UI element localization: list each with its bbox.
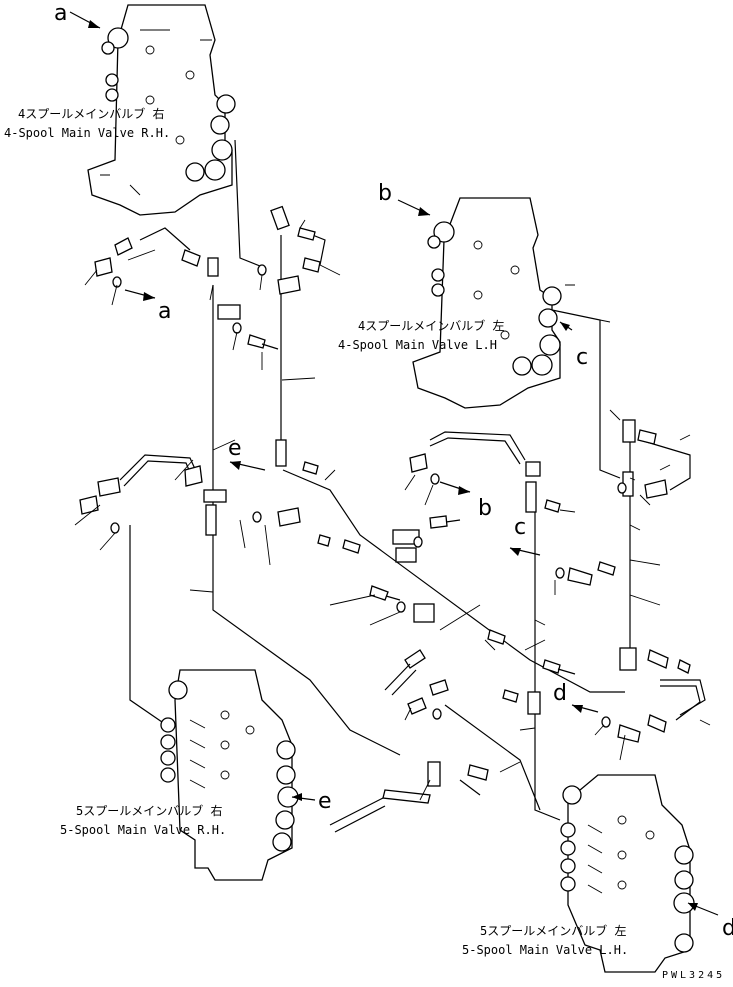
ref-d-bottom: d	[722, 916, 733, 941]
valve-5spool-lh-caption: 5スプールメインバルブ 左 5-Spool Main Valve L.H.	[462, 923, 628, 957]
ref-a-top: a	[54, 1, 67, 26]
valve-5spool-lh-en: 5-Spool Main Valve L.H.	[462, 943, 628, 957]
valve-5spool-rh-drawing	[160, 669, 299, 881]
leader-lines	[74, 219, 711, 801]
ref-a-pointer: a	[158, 299, 171, 324]
valve-5spool-rh-caption: 5スプールメインバルブ 右 5-Spool Main Valve R.H.	[60, 803, 226, 837]
ref-b-top: b	[378, 181, 392, 206]
valve-4spool-lh-en: 4-Spool Main Valve L.H	[338, 338, 497, 352]
drawing-code: PWL3245	[662, 970, 725, 981]
ref-c-pointer: c	[514, 515, 526, 540]
valve-5spool-lh-drawing	[560, 774, 695, 973]
valve-4spool-rh-drawing	[87, 4, 236, 216]
valve-5spool-rh-en: 5-Spool Main Valve R.H.	[60, 823, 226, 837]
valve-4spool-rh-caption: 4スプールメインバルブ 右 4-Spool Main Valve R.H.	[4, 106, 170, 140]
piping-lines	[119, 139, 706, 821]
ref-b-pointer: b	[478, 496, 492, 521]
valve-5spool-lh-jp: 5スプールメインバルブ 左	[480, 923, 626, 938]
valve-4spool-lh-jp: 4スプールメインバルブ 左	[358, 318, 504, 333]
ref-e-bottom: e	[318, 789, 332, 814]
ref-e-pointer: e	[228, 436, 242, 461]
reference-arrows	[69, 11, 719, 916]
valve-4spool-lh-caption: 4スプールメインバルブ 左 4-Spool Main Valve L.H	[338, 318, 504, 352]
valve-5spool-rh-jp: 5スプールメインバルブ 右	[76, 803, 222, 818]
valve-4spool-lh-drawing	[412, 197, 562, 409]
valve-4spool-rh-jp: 4スプールメインバルブ 右	[18, 106, 164, 121]
ref-d-pointer: d	[553, 681, 567, 706]
valve-4spool-rh-en: 4-Spool Main Valve R.H.	[4, 126, 170, 140]
fittings	[79, 205, 691, 833]
ref-c-top: c	[576, 345, 588, 370]
